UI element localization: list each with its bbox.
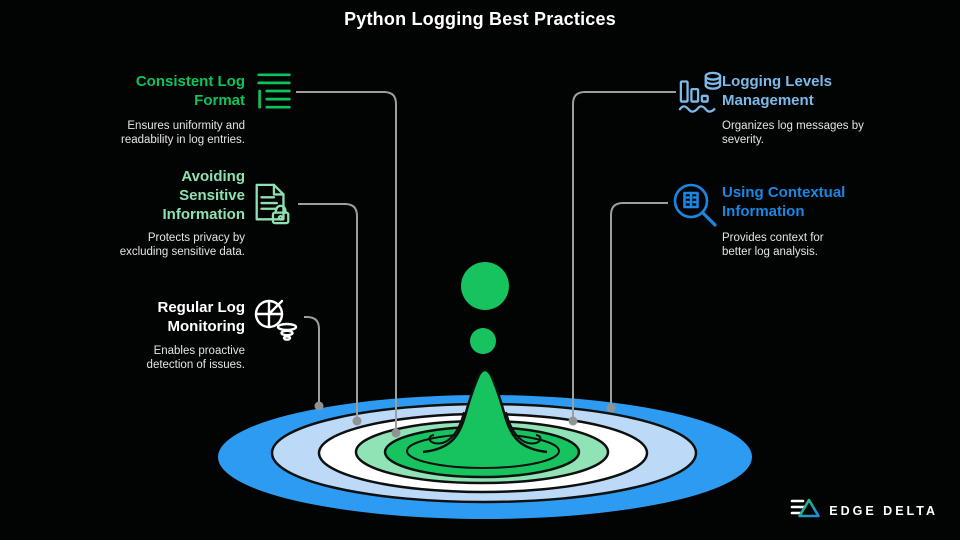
page-title: Python Logging Best Practices xyxy=(344,9,616,29)
item-description: Enables proactive detection of issues. xyxy=(146,345,245,371)
edge-delta-logo-icon xyxy=(790,495,821,526)
item-heading: Regular Log Monitoring xyxy=(157,299,245,335)
edge-delta-logo: EDGE DELTA xyxy=(790,495,938,526)
contextual-search-icon xyxy=(670,180,718,228)
item-description: Protects privacy by excluding sensitive … xyxy=(119,232,245,258)
connector-lines xyxy=(296,91,676,438)
monitoring-icon xyxy=(252,297,300,343)
item-heading: Avoiding Sensitive Information xyxy=(162,168,246,223)
edge-delta-logo-text: EDGE DELTA xyxy=(829,503,938,518)
splash-column xyxy=(422,368,548,460)
logging-levels-icon xyxy=(678,68,722,116)
document-lock-icon xyxy=(250,182,294,226)
item-heading: Consistent Log Format xyxy=(135,73,245,109)
item-description: Provides context for better log analysis… xyxy=(722,232,824,258)
item-description: Ensures uniformity and readability in lo… xyxy=(120,120,245,146)
item-heading: Logging Levels Management xyxy=(722,73,833,109)
water-drop xyxy=(461,262,509,354)
ripple-rings xyxy=(218,395,752,519)
item-heading: Using Contextual Information xyxy=(722,184,846,220)
log-format-icon xyxy=(256,71,292,111)
item-description: Organizes log messages by severity. xyxy=(722,120,864,146)
